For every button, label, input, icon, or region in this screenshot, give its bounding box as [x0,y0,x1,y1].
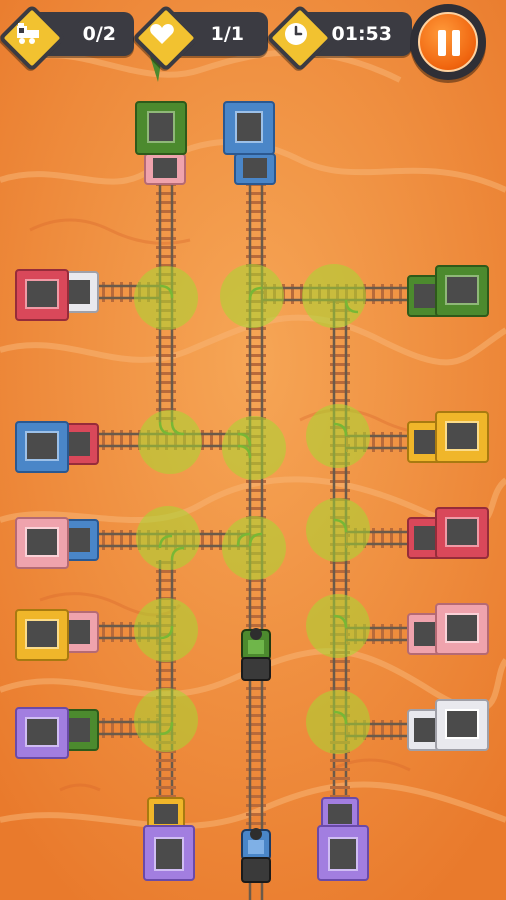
switches [134,264,370,754]
lives-counter: 1/1 [210,23,244,45]
switch-junction[interactable] [306,690,370,754]
train-green [241,628,271,681]
switch-junction[interactable] [134,598,198,662]
pause-icon-bar [452,30,460,56]
switch-junction[interactable] [222,516,286,580]
track-col-left-bottom-stub [156,740,176,800]
switch-junction[interactable] [306,594,370,658]
switch-junction[interactable] [306,404,370,468]
switch-junction[interactable] [302,264,366,328]
station-left-blue [15,421,99,473]
station-left-red [15,269,99,321]
station-right-red [407,507,489,559]
station-top-green [135,101,187,185]
switch-junction[interactable] [138,410,202,474]
station-right-white [407,699,489,751]
trains-counter: 0/2 [82,23,116,45]
station-left-yellow [15,609,99,661]
switch-junction[interactable] [134,266,198,330]
timer-display: 01:53 [331,23,392,45]
switch-junction[interactable] [136,506,200,570]
clock-icon [274,12,318,56]
station-top-blue [223,101,276,185]
pause-icon [438,30,446,56]
train-blue [241,828,271,883]
station-right-pink [407,603,489,655]
switch-junction[interactable] [222,416,286,480]
switch-junction[interactable] [306,498,370,562]
stations [15,101,489,881]
pause-button-frame [410,4,486,80]
station-left-purple [15,707,99,759]
station-bottom-purple-left [143,797,195,881]
switch-junction[interactable] [220,264,284,328]
station-bottom-purple-right [317,797,369,881]
station-right-green [407,265,489,317]
heart-icon [140,12,184,56]
track-col-right-bottom-stub [330,740,350,800]
train-icon [6,12,50,56]
station-left-pink [15,517,99,569]
station-right-yellow [407,411,489,463]
switch-junction[interactable] [134,688,198,752]
pause-button[interactable] [418,12,478,72]
